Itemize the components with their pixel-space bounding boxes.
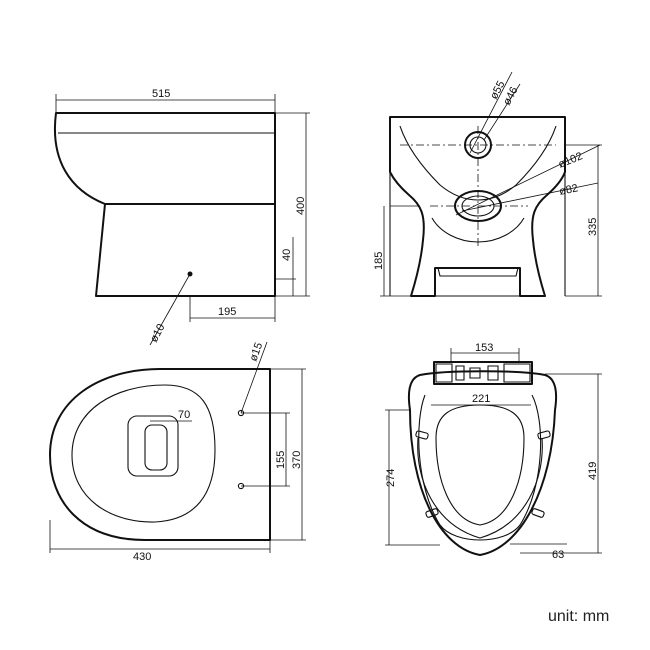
front-outlet-outer-label: ø102 [557, 150, 585, 171]
side-outlet-offset-label: 195 [218, 306, 236, 318]
side-inlet-height-label: 40 [281, 249, 293, 261]
side-view-tank-profile [54, 112, 276, 205]
front-height-335-label: 335 [587, 218, 599, 236]
seat-view-inner-opening [435, 404, 525, 526]
seat-view: 153 221 274 419 63 [385, 342, 602, 561]
top-view-bowl-rim [71, 384, 216, 523]
front-height-185-label: 185 [373, 252, 385, 270]
top-width-label: 370 [291, 451, 303, 469]
side-height-label: 400 [295, 197, 307, 215]
side-view: 515 400 40 195 ø10 [54, 88, 310, 346]
front-outlet-inner-label: ø82 [558, 182, 579, 198]
front-view-outline [389, 116, 566, 297]
top-length-label: 430 [133, 551, 151, 563]
seat-inner-width-label: 221 [472, 393, 490, 405]
seat-view-outer-outline [407, 370, 558, 556]
seat-view-hinge-block [433, 361, 533, 385]
unit-label: unit: mm [548, 608, 610, 625]
top-opening-label: 70 [178, 409, 190, 421]
seat-hinge-spacing-label: 153 [475, 342, 493, 354]
seat-inner-length-label: 274 [385, 469, 397, 487]
front-view: ø55 ø46 ø102 ø82 335 185 [373, 71, 602, 297]
seat-hinge-offset-label: 63 [552, 549, 564, 561]
side-width-label: 515 [152, 88, 170, 100]
side-fixing-hole-label: ø10 [148, 322, 168, 344]
seat-total-length-label: 419 [587, 462, 599, 480]
top-hole-spacing-label: 155 [275, 451, 287, 469]
top-view-opening [127, 415, 179, 477]
top-view: 70 ø15 155 370 430 [49, 341, 306, 563]
top-fixing-hole-label: ø15 [248, 341, 266, 363]
top-view-outline [49, 368, 271, 541]
